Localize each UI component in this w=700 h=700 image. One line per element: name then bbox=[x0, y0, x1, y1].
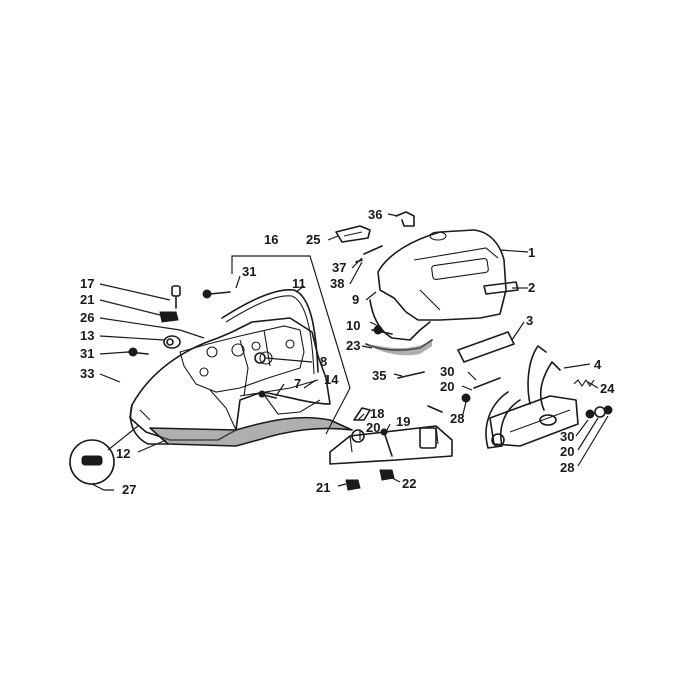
clip-21 bbox=[345, 479, 361, 491]
leg-shield-assembly bbox=[129, 317, 353, 447]
bracket-tray bbox=[329, 405, 453, 465]
grab-handle bbox=[335, 225, 371, 243]
callout-3: 3 bbox=[526, 313, 533, 328]
callout-35: 35 bbox=[372, 368, 386, 383]
callout-22: 22 bbox=[402, 476, 416, 491]
callout-20-left: 20 bbox=[440, 379, 454, 394]
callout-8: 8 bbox=[320, 354, 327, 369]
cover-plate bbox=[457, 331, 515, 363]
callout-11: 11 bbox=[292, 276, 306, 291]
callout-30-left: 30 bbox=[440, 364, 454, 379]
callout-13: 13 bbox=[80, 328, 94, 343]
hinge-bracket-assembly bbox=[485, 345, 595, 449]
bolt-10-head bbox=[373, 325, 383, 335]
callout-12: 12 bbox=[116, 446, 130, 461]
seal-strip bbox=[221, 289, 319, 373]
callout-4: 4 bbox=[594, 357, 602, 372]
callout-28-left: 28 bbox=[450, 411, 464, 426]
callout-23: 23 bbox=[346, 338, 360, 353]
rod bbox=[363, 245, 383, 255]
callout-18: 18 bbox=[370, 406, 384, 421]
washer-20-right bbox=[594, 406, 606, 418]
callout-38: 38 bbox=[330, 276, 344, 291]
nut-28-right bbox=[603, 405, 613, 415]
callout-labels: 1 2 3 4 24 9 10 23 35 25 36 37 38 30 20 … bbox=[80, 207, 615, 497]
nut-28-left bbox=[461, 393, 471, 403]
callout-14: 14 bbox=[324, 372, 339, 387]
left-fasteners bbox=[127, 285, 277, 399]
group-bracket-16-tail bbox=[325, 387, 351, 435]
callout-16: 16 bbox=[264, 232, 278, 247]
glovebox-assembly bbox=[365, 229, 519, 356]
callout-25: 25 bbox=[306, 232, 320, 247]
callout-36: 36 bbox=[368, 207, 382, 222]
hook bbox=[395, 211, 415, 227]
fastener-30-right bbox=[585, 409, 595, 419]
callout-10: 10 bbox=[346, 318, 360, 333]
pin bbox=[397, 371, 425, 379]
callout-9: 9 bbox=[352, 292, 359, 307]
callout-7: 7 bbox=[294, 376, 301, 391]
callout-21-bottom: 21 bbox=[316, 480, 330, 495]
callout-28-right: 28 bbox=[560, 460, 574, 475]
callout-19: 19 bbox=[396, 414, 410, 429]
callout-1: 1 bbox=[528, 245, 535, 260]
grab-handle-slot bbox=[343, 231, 363, 237]
callout-37: 37 bbox=[332, 260, 346, 275]
seal-strip-inner bbox=[225, 295, 315, 375]
callout-26: 26 bbox=[80, 310, 94, 325]
bolt-30-left bbox=[473, 377, 501, 389]
callout-30-right: 30 bbox=[560, 429, 574, 444]
leader-lines bbox=[99, 213, 609, 487]
callout-2: 2 bbox=[528, 280, 535, 295]
callout-20-center: 20 bbox=[366, 420, 380, 435]
callout-21-left: 21 bbox=[80, 292, 94, 307]
callout-33: 33 bbox=[80, 366, 94, 381]
callout-27: 27 bbox=[122, 482, 136, 497]
callout-31-top: 31 bbox=[242, 264, 256, 279]
callout-20-right: 20 bbox=[560, 444, 574, 459]
callout-31-left: 31 bbox=[80, 346, 94, 361]
group-bracket-16 bbox=[231, 255, 351, 389]
callout-17: 17 bbox=[80, 276, 94, 291]
callout-24: 24 bbox=[600, 381, 615, 396]
detail-27 bbox=[69, 425, 139, 491]
